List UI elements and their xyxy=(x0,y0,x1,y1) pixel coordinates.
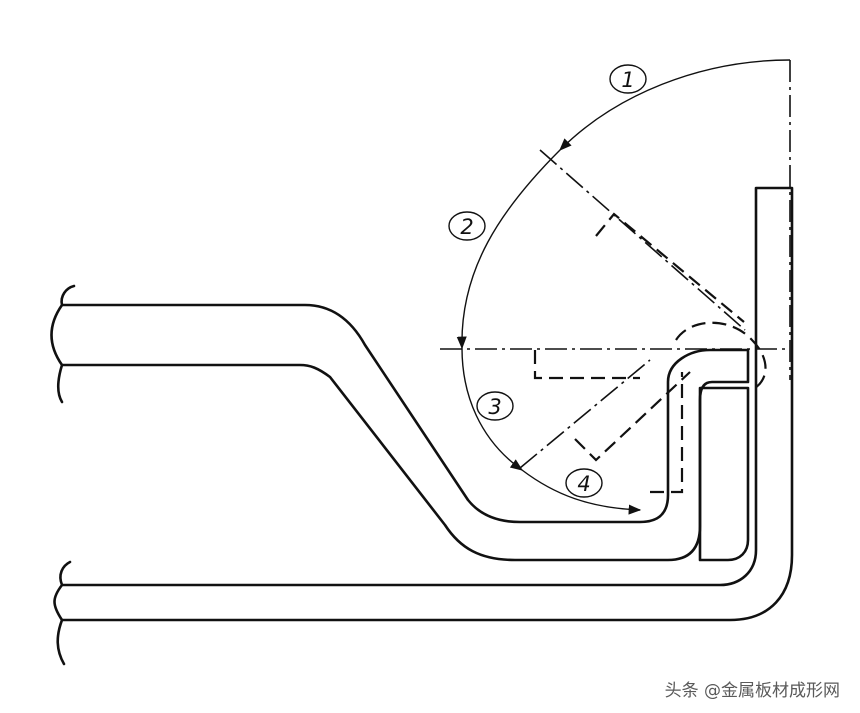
step-4-text: 4 xyxy=(577,472,590,496)
step-3-text: 3 xyxy=(488,395,501,419)
upper-sheet xyxy=(50,284,750,562)
step-label-3: 3 xyxy=(476,391,514,421)
step-label-2: 2 xyxy=(448,211,486,241)
center-lines xyxy=(440,60,791,469)
lower-flange xyxy=(53,186,794,666)
step-label-1: 1 xyxy=(609,64,647,94)
swing-arcs xyxy=(456,59,791,515)
hem-core xyxy=(698,386,750,562)
watermark: 头条 @金属板材成形网 xyxy=(664,681,840,701)
step-2-text: 2 xyxy=(460,215,473,239)
step-1-text: 1 xyxy=(621,68,634,92)
step-label-4: 4 xyxy=(565,468,603,498)
intermediate-positions xyxy=(533,212,767,494)
